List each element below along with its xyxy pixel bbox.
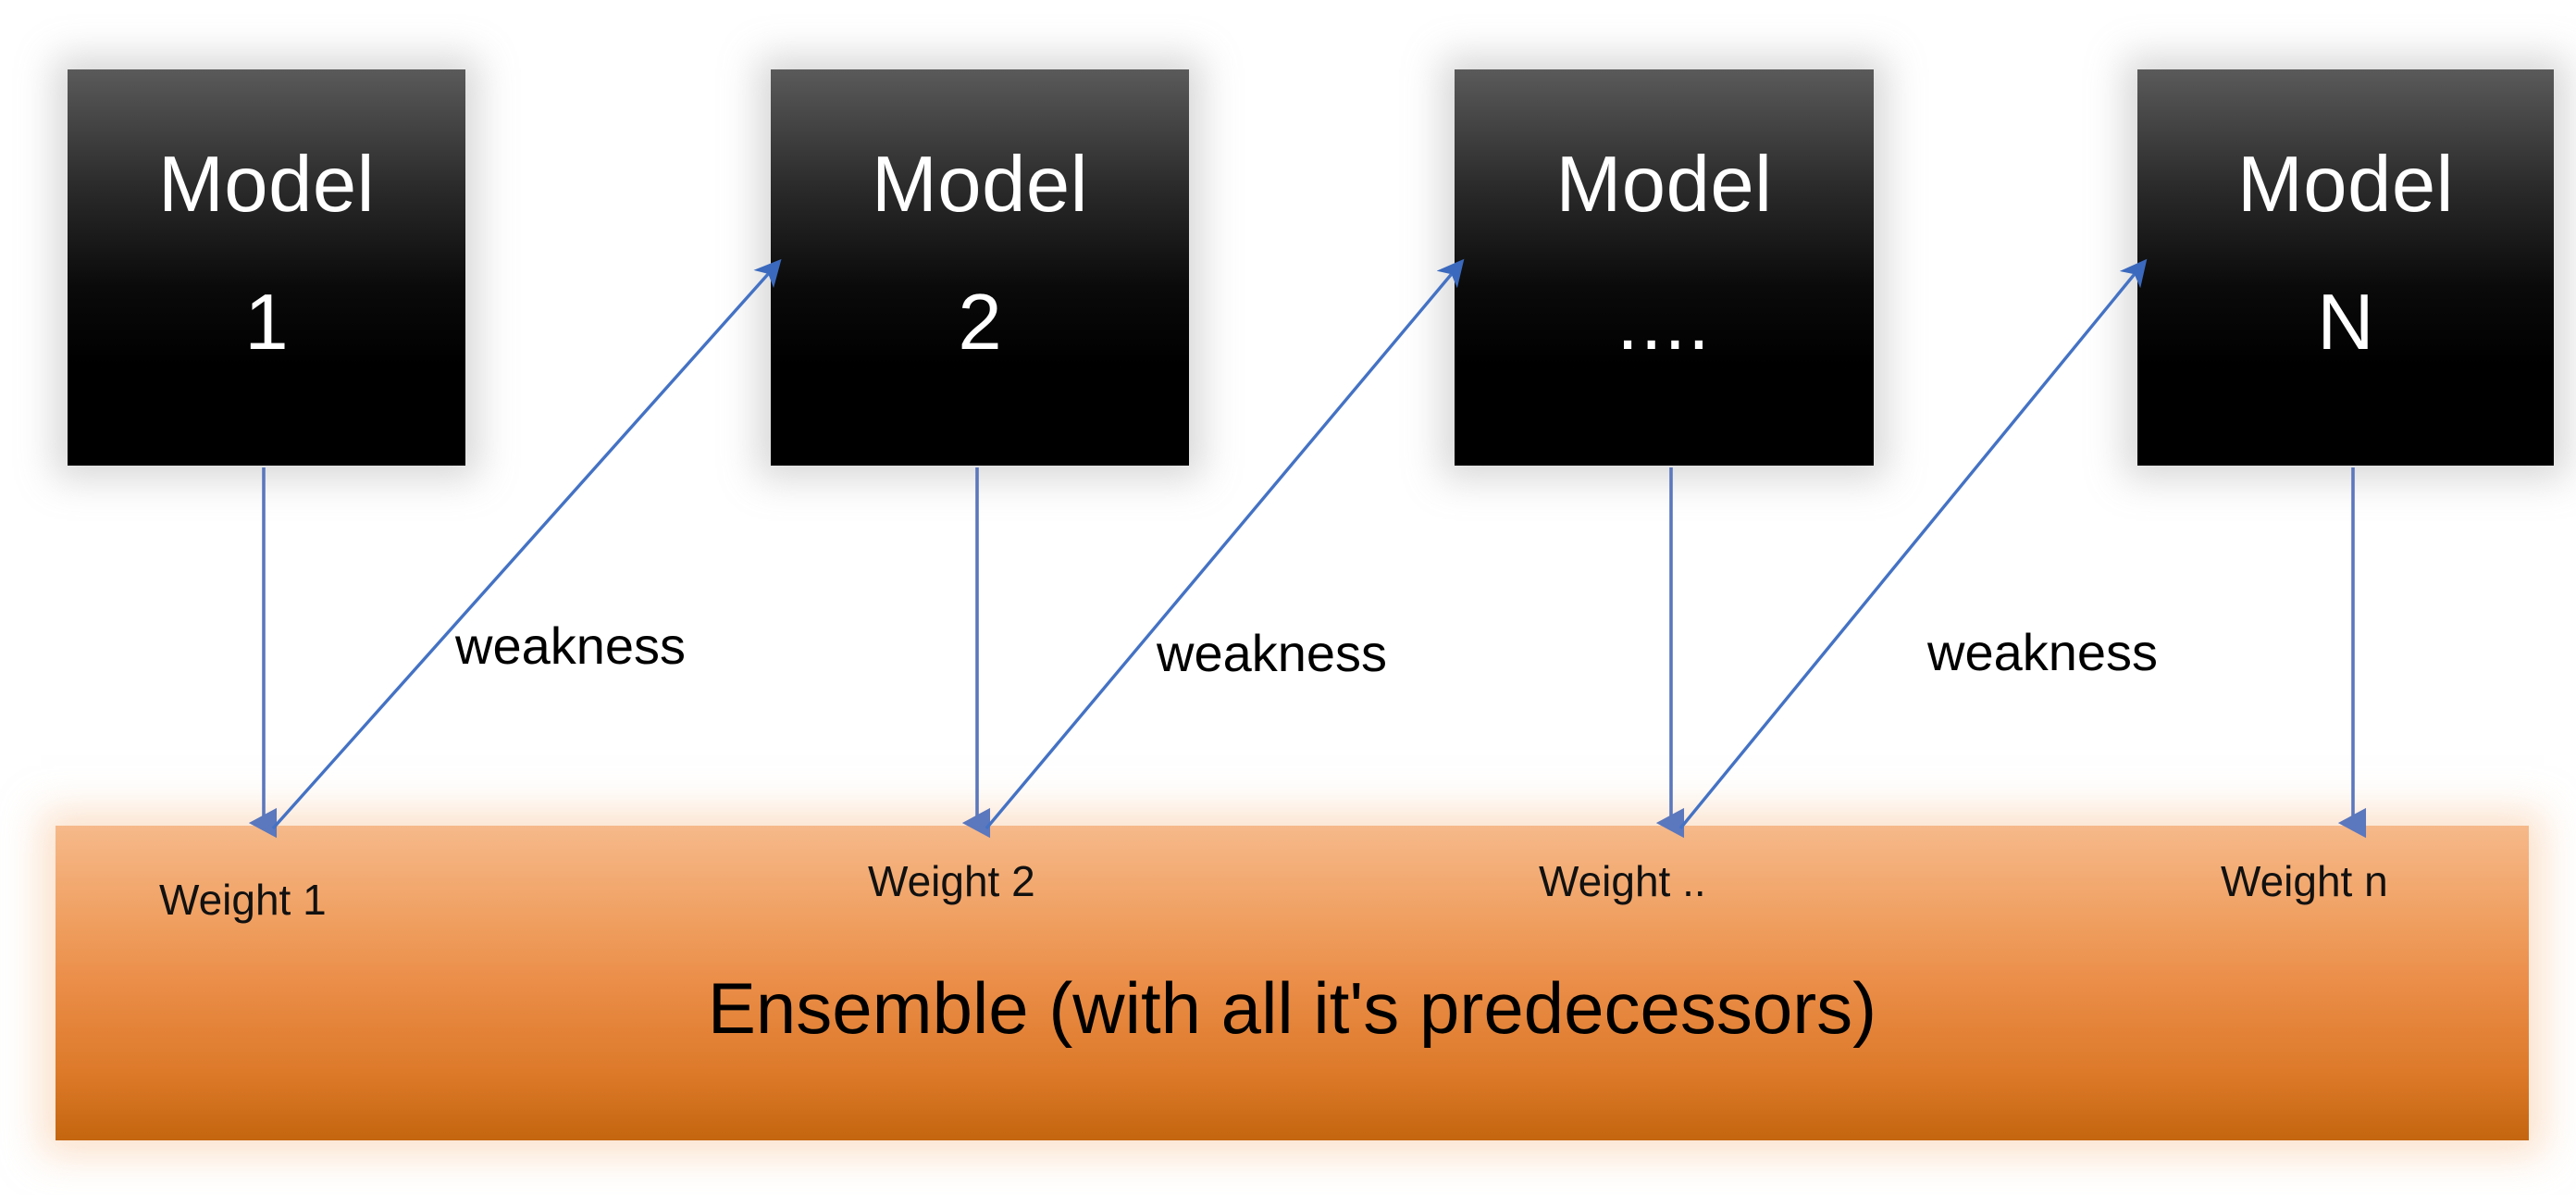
model-box-3-subtitle: .... [1616, 279, 1712, 367]
ensemble-title: Ensemble (with all it's predecessors) [707, 967, 1877, 1049]
weakness-label-1: weakness [455, 616, 687, 675]
weakness-label-2: weakness [1157, 624, 1388, 682]
model-box-2-subtitle: 2 [958, 279, 1002, 367]
weight-label-4: Weight n [2221, 857, 2388, 905]
model-box-3-title: Model [1555, 141, 1773, 229]
weakness-label-3: weakness [1927, 623, 2159, 681]
model-box-1-subtitle: 1 [244, 279, 289, 367]
model-box-2[interactable]: Model 2 [771, 69, 1189, 466]
model-box-4-subtitle: N [2317, 279, 2374, 367]
model-box-1-title: Model [157, 141, 375, 229]
model-box-3[interactable]: Model .... [1455, 69, 1874, 466]
model-box-1[interactable]: Model 1 [68, 69, 465, 466]
weight-label-2: Weight 2 [868, 857, 1035, 905]
model-box-4-title: Model [2236, 141, 2454, 229]
model-box-2-title: Model [871, 141, 1088, 229]
weight-label-1: Weight 1 [159, 876, 327, 924]
weight-label-3: Weight .. [1539, 857, 1706, 905]
model-box-4[interactable]: Model N [2137, 69, 2554, 466]
ensemble-bar[interactable]: Ensemble (with all it's predecessors) [56, 826, 2529, 1140]
